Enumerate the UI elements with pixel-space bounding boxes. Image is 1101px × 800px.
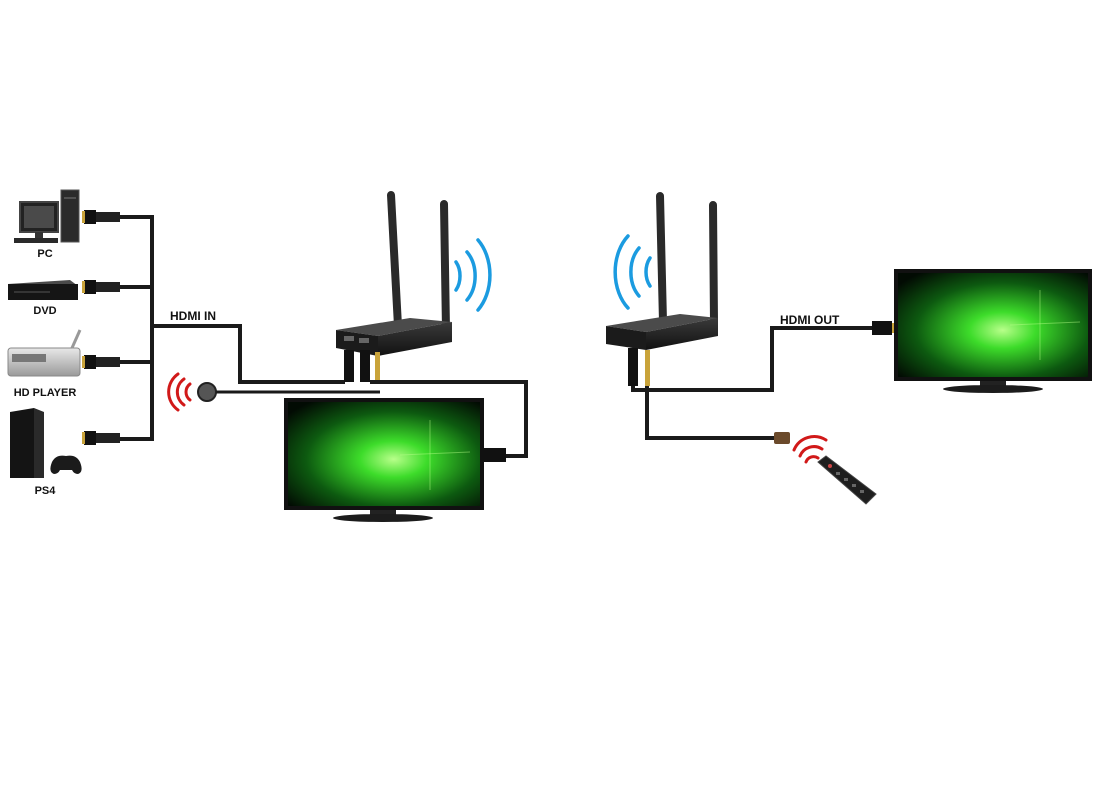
loop-out-cable [370, 380, 528, 458]
source-cables [120, 215, 345, 441]
dvd-player-icon [8, 280, 78, 300]
ps4-label: PS4 [35, 485, 57, 497]
ps4-console-icon [10, 408, 82, 478]
receiver-cables [631, 326, 872, 440]
ir-signal-right-icon [792, 435, 828, 464]
pc-device-icon [14, 189, 80, 243]
ir-signal-left-icon [167, 372, 192, 412]
transmitter-plugs [344, 350, 380, 382]
transmitter-unit [336, 191, 452, 356]
hd-player-label: HD PLAYER [14, 387, 77, 399]
wifi-signal-receiver-icon [613, 234, 652, 310]
tv-remote-icon [817, 455, 877, 505]
ir-receiver-icon [197, 382, 380, 402]
receiver-plugs [628, 348, 650, 386]
ir-emitter-icon [774, 432, 790, 444]
hdmi-in-label: HDMI IN [170, 309, 216, 323]
source-hdmi-plugs [82, 210, 120, 445]
receiver-unit [606, 192, 718, 350]
remote-tv-plug [872, 321, 896, 335]
hd-player-icon [7, 329, 82, 377]
pc-label: PC [37, 248, 52, 260]
hdmi-out-label: HDMI OUT [780, 313, 840, 327]
local-tv-icon [284, 398, 484, 522]
remote-tv-icon [894, 269, 1092, 393]
wifi-signal-transmitter-icon [454, 238, 492, 312]
dvd-label: DVD [33, 305, 56, 317]
